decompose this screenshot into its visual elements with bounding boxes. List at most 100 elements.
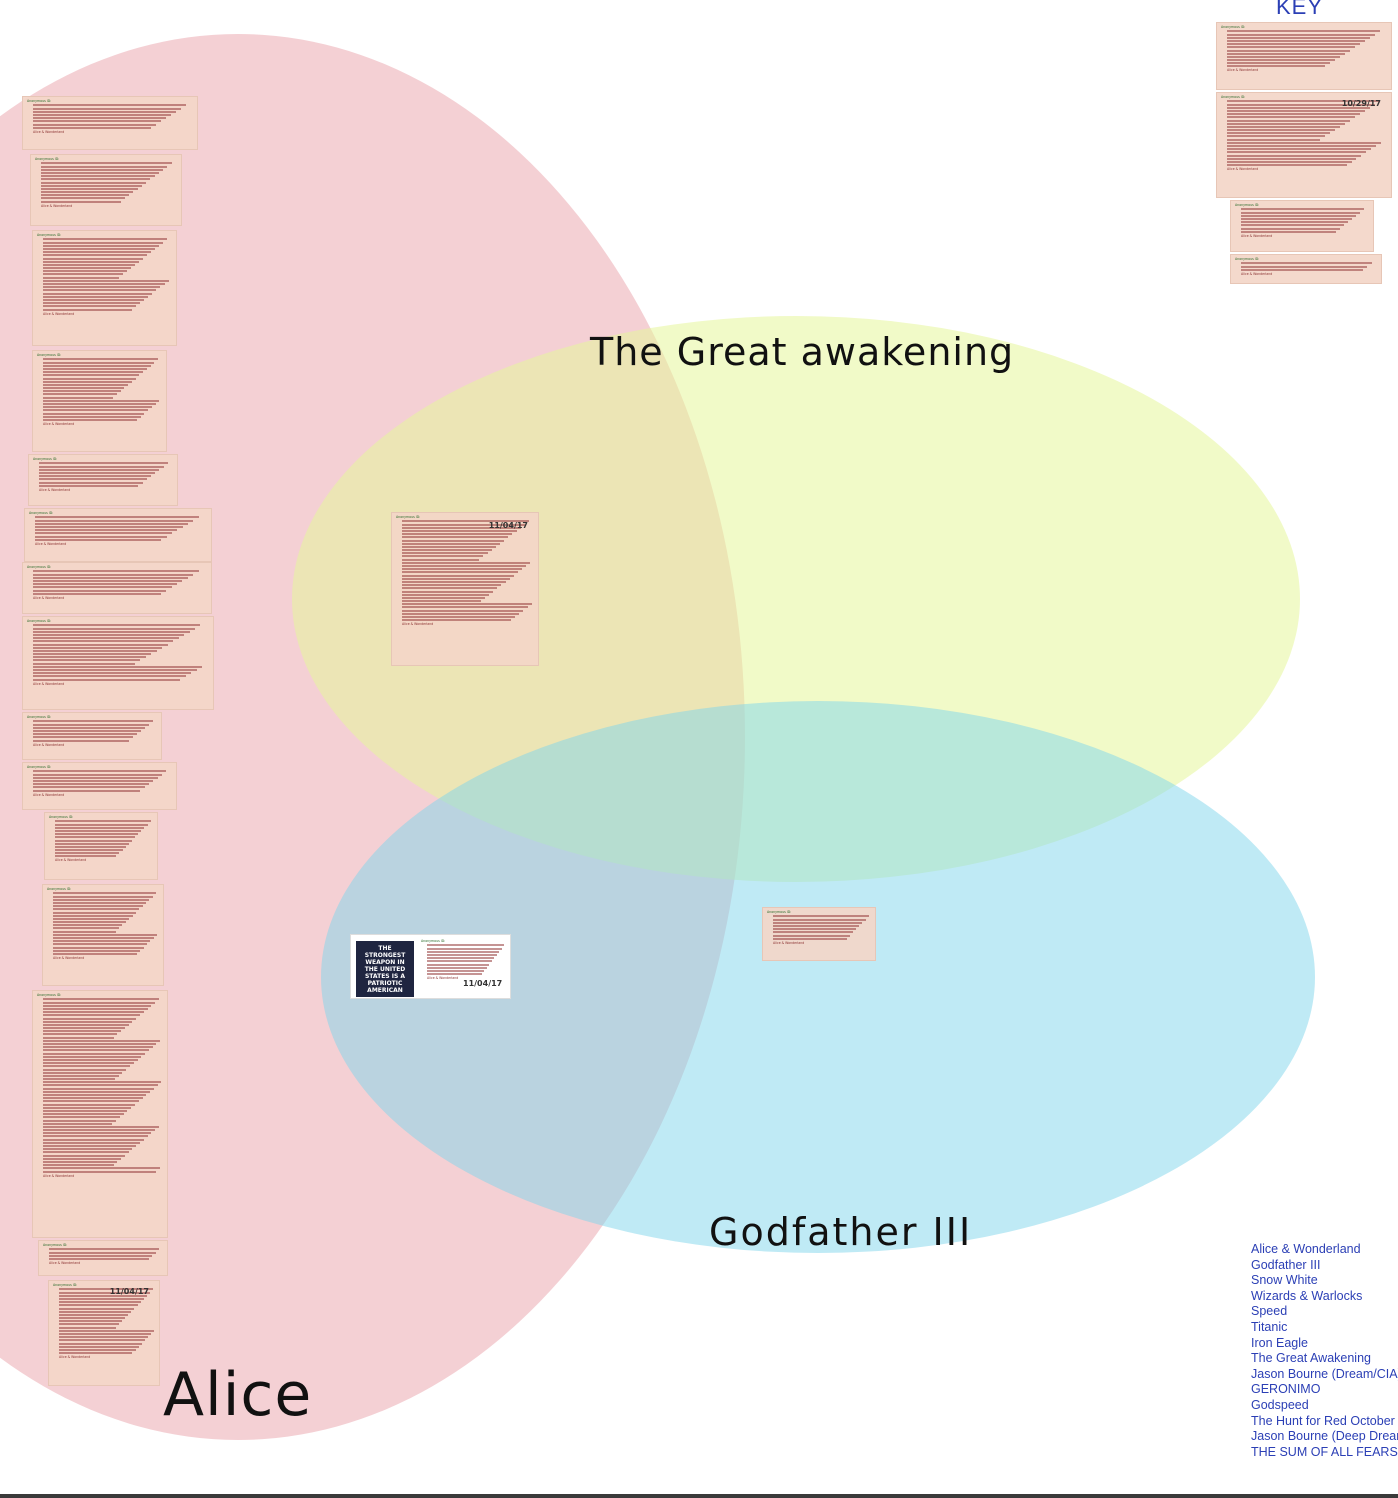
post-line <box>41 165 168 168</box>
post-line <box>1227 164 1347 167</box>
post-snippet: Anonymous ID:Alice & Wonderland <box>32 230 177 346</box>
post-line <box>43 308 133 311</box>
post-line <box>43 383 128 386</box>
post-line <box>1227 30 1380 33</box>
post-line <box>43 1027 125 1030</box>
post-line <box>53 914 133 917</box>
key-item: Jason Bourne (Dream/CIA) <box>1251 1366 1398 1381</box>
post-line <box>43 1011 144 1014</box>
key-item: Wizards & Warlocks <box>1251 1288 1363 1303</box>
post-line <box>33 736 134 739</box>
post-line <box>43 409 148 412</box>
post-line <box>1227 65 1325 68</box>
post-line <box>402 565 527 568</box>
post-line <box>43 1074 119 1077</box>
post-line <box>39 484 139 487</box>
post-line <box>1227 46 1355 49</box>
post-snippet: Anonymous ID:Alice & Wonderland <box>24 508 212 562</box>
post-line <box>53 917 130 920</box>
post-header: Anonymous ID: <box>27 619 52 623</box>
post-line <box>55 852 120 855</box>
post-line <box>43 270 127 273</box>
post-snippet: Anonymous ID:Alice & Wonderland 11/04/17 <box>391 512 539 666</box>
bottom-bar <box>0 1494 1398 1498</box>
post-snippet: Anonymous ID:Alice & Wonderland <box>1230 200 1374 252</box>
godfather-set-ellipse <box>321 701 1315 1253</box>
post-line <box>427 963 490 966</box>
post-line <box>35 535 167 538</box>
post-line <box>53 921 126 924</box>
post-line <box>53 911 136 914</box>
post-line <box>53 949 141 952</box>
post-line <box>43 1138 144 1141</box>
post-line <box>1241 262 1372 265</box>
post-line <box>35 519 194 522</box>
post-line <box>33 643 168 646</box>
post-line <box>43 1065 130 1068</box>
post-line <box>41 178 151 181</box>
post-line <box>402 580 506 583</box>
post-snippet: Anonymous ID:Alice & Wonderland <box>32 990 168 1238</box>
post-line <box>773 918 866 921</box>
post-line <box>43 302 141 305</box>
post-line <box>43 263 135 266</box>
post-line <box>33 586 172 589</box>
post-line <box>402 529 517 532</box>
post-line <box>43 276 119 279</box>
post-line <box>33 640 174 643</box>
post-line <box>43 399 160 402</box>
post-line <box>43 1122 113 1125</box>
post-line <box>35 529 178 532</box>
post-line <box>43 1109 128 1112</box>
post-header: Anonymous ID: <box>396 515 421 519</box>
post-line <box>1227 116 1355 119</box>
post-signature: Alice & Wonderland <box>402 622 434 627</box>
post-date-wrap: 11/04/17 <box>463 979 502 989</box>
godfather-label: Godfather III <box>709 1210 973 1254</box>
post-line <box>1227 148 1372 151</box>
post-line <box>43 1116 120 1119</box>
post-line <box>59 1297 144 1300</box>
post-line <box>1241 211 1361 214</box>
post-line <box>35 522 189 525</box>
post-line <box>43 1039 161 1042</box>
post-line <box>53 952 137 955</box>
post-line <box>427 966 487 969</box>
post-line <box>43 1145 137 1148</box>
post-line <box>1227 160 1352 163</box>
post-line <box>402 600 481 603</box>
post-line <box>59 1304 138 1307</box>
post-line <box>33 783 149 786</box>
post-line <box>33 726 145 729</box>
post-line <box>33 662 135 665</box>
post-line <box>43 1017 137 1020</box>
post-line <box>39 465 164 468</box>
post-snippet: Anonymous ID:Alice & Wonderland <box>42 884 164 986</box>
post-line <box>1227 59 1335 62</box>
post-line <box>43 1151 129 1154</box>
post-line <box>1227 103 1375 106</box>
post-line <box>1241 268 1364 271</box>
post-line <box>43 393 117 396</box>
post-line <box>43 1078 115 1081</box>
post-line <box>43 1141 141 1144</box>
post-line <box>33 672 192 675</box>
post-line <box>59 1348 136 1351</box>
post-line <box>35 525 183 528</box>
key-item: Alice & Wonderland <box>1251 1242 1361 1256</box>
post-line <box>39 462 168 465</box>
key-item: Snow White <box>1251 1273 1318 1288</box>
post-line <box>43 1081 162 1084</box>
post-signature: Alice & Wonderland <box>41 203 73 208</box>
post-line <box>43 1119 117 1122</box>
post-line <box>55 820 151 823</box>
post-line <box>402 555 484 558</box>
post-line <box>33 770 167 773</box>
post-line <box>33 665 203 668</box>
post-snippet: Anonymous ID:Alice & Wonderland <box>32 350 167 452</box>
post-line <box>59 1342 142 1345</box>
post-signature: Alice & Wonderland <box>59 1355 91 1360</box>
post-line <box>402 590 494 593</box>
post-line <box>1241 227 1341 230</box>
